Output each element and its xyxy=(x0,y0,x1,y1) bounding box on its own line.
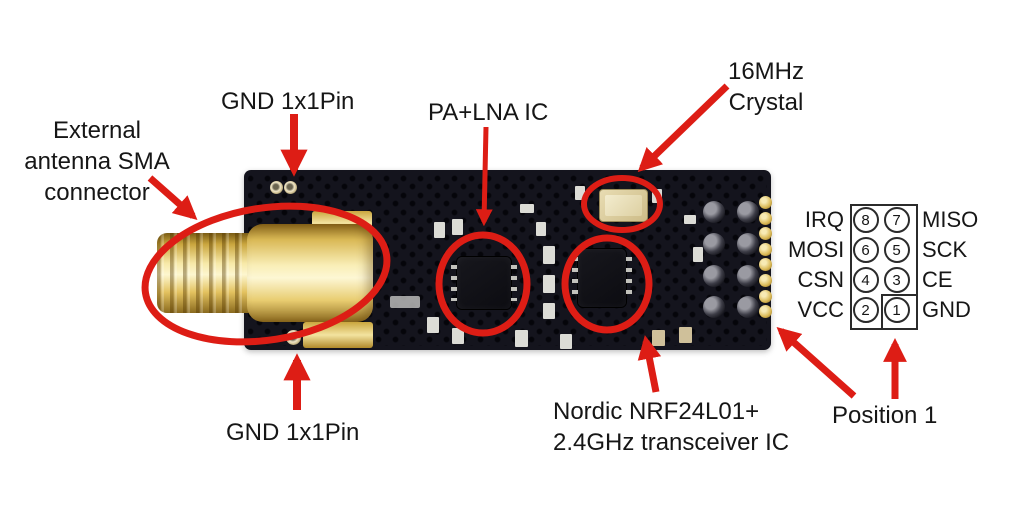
pin-left-label: VCC xyxy=(797,297,844,322)
pin-number-circle-3: 3 xyxy=(883,267,910,293)
smd-component xyxy=(427,317,439,333)
smd-component xyxy=(515,330,528,347)
pinout-table: IRQ 8 7 MISO MOSI 6 5 SCK CSN 4 3 CE VCC… xyxy=(788,204,1002,330)
pin-left-label: IRQ xyxy=(804,207,844,232)
pin-right-label: CE xyxy=(922,267,953,292)
smd-component xyxy=(536,222,546,236)
smd-component xyxy=(679,327,692,343)
solder-joint xyxy=(737,233,759,255)
smd-component xyxy=(652,330,665,346)
pinout-row-4: VCC 2 1 GND xyxy=(788,295,1002,325)
label-position1: Position 1 xyxy=(832,402,938,429)
header-pin xyxy=(759,211,772,225)
smd-component xyxy=(560,334,572,349)
pin-number-circle-8: 8 xyxy=(852,207,879,233)
pin-number-circle-1: 1 xyxy=(883,297,910,323)
pinout-row-3: CSN 4 3 CE xyxy=(788,265,1002,295)
gnd-pad-top-left xyxy=(270,181,283,194)
arrow-position1-board xyxy=(776,327,857,399)
solder-joint xyxy=(737,296,759,318)
smd-component xyxy=(434,222,445,238)
pin-right-label: SCK xyxy=(922,237,968,262)
header-pin xyxy=(759,196,772,209)
solder-joint xyxy=(737,201,759,223)
smd-component xyxy=(693,247,703,262)
pin1-highlight-box xyxy=(881,294,918,330)
header-pin xyxy=(759,274,772,287)
header-pin xyxy=(759,305,772,319)
label-pa-lna: PA+LNA IC xyxy=(428,99,549,126)
pin-number-circle-7: 7 xyxy=(883,207,910,233)
label-crystal: 16MHz Crystal xyxy=(727,58,805,116)
header-pin xyxy=(759,258,772,272)
smd-component xyxy=(543,246,555,264)
solder-joint xyxy=(703,233,725,255)
rf-trace xyxy=(390,296,420,308)
pin-number-circle-4: 4 xyxy=(852,267,879,293)
pin-left-label: CSN xyxy=(797,267,844,292)
smd-component xyxy=(543,303,555,319)
smd-component xyxy=(575,186,585,200)
gnd-pad-top-right xyxy=(284,181,297,194)
solder-joint xyxy=(703,201,725,223)
pin-left-label: MOSI xyxy=(788,237,845,262)
pin-number-circle-5: 5 xyxy=(883,237,910,263)
label-gnd-bottom: GND 1x1Pin xyxy=(226,419,360,446)
arrow-crystal xyxy=(637,83,730,173)
header-pin xyxy=(759,227,772,241)
header-pin xyxy=(759,242,772,256)
sma-connector-barrel xyxy=(157,233,252,313)
pin-number-circle-2: 2 xyxy=(852,297,879,323)
label-external-antenna: External antenna SMA connector xyxy=(24,117,170,206)
pin-right-label: MISO xyxy=(922,207,979,232)
pin-right-label: GND xyxy=(922,297,971,322)
sma-connector-body xyxy=(247,224,373,322)
smd-component xyxy=(520,204,534,213)
pin-number-circle-6: 6 xyxy=(852,237,879,263)
solder-joint xyxy=(737,265,759,287)
solder-joint xyxy=(703,296,725,318)
smd-component xyxy=(652,189,662,203)
label-gnd-top: GND 1x1Pin xyxy=(221,88,355,115)
smd-component xyxy=(543,275,555,293)
pinout-row-2: MOSI 6 5 SCK xyxy=(788,235,1002,265)
header-pin xyxy=(759,289,772,303)
sma-mount-tab-bottom xyxy=(303,322,373,348)
smd-component xyxy=(452,219,463,235)
pinout-row-1: IRQ 8 7 MISO xyxy=(788,205,1002,235)
smd-component xyxy=(684,215,696,224)
label-transceiver: Nordic NRF24L01+ 2.4GHz transceiver IC xyxy=(553,398,790,456)
solder-joint xyxy=(703,265,725,287)
smd-component xyxy=(452,328,464,344)
